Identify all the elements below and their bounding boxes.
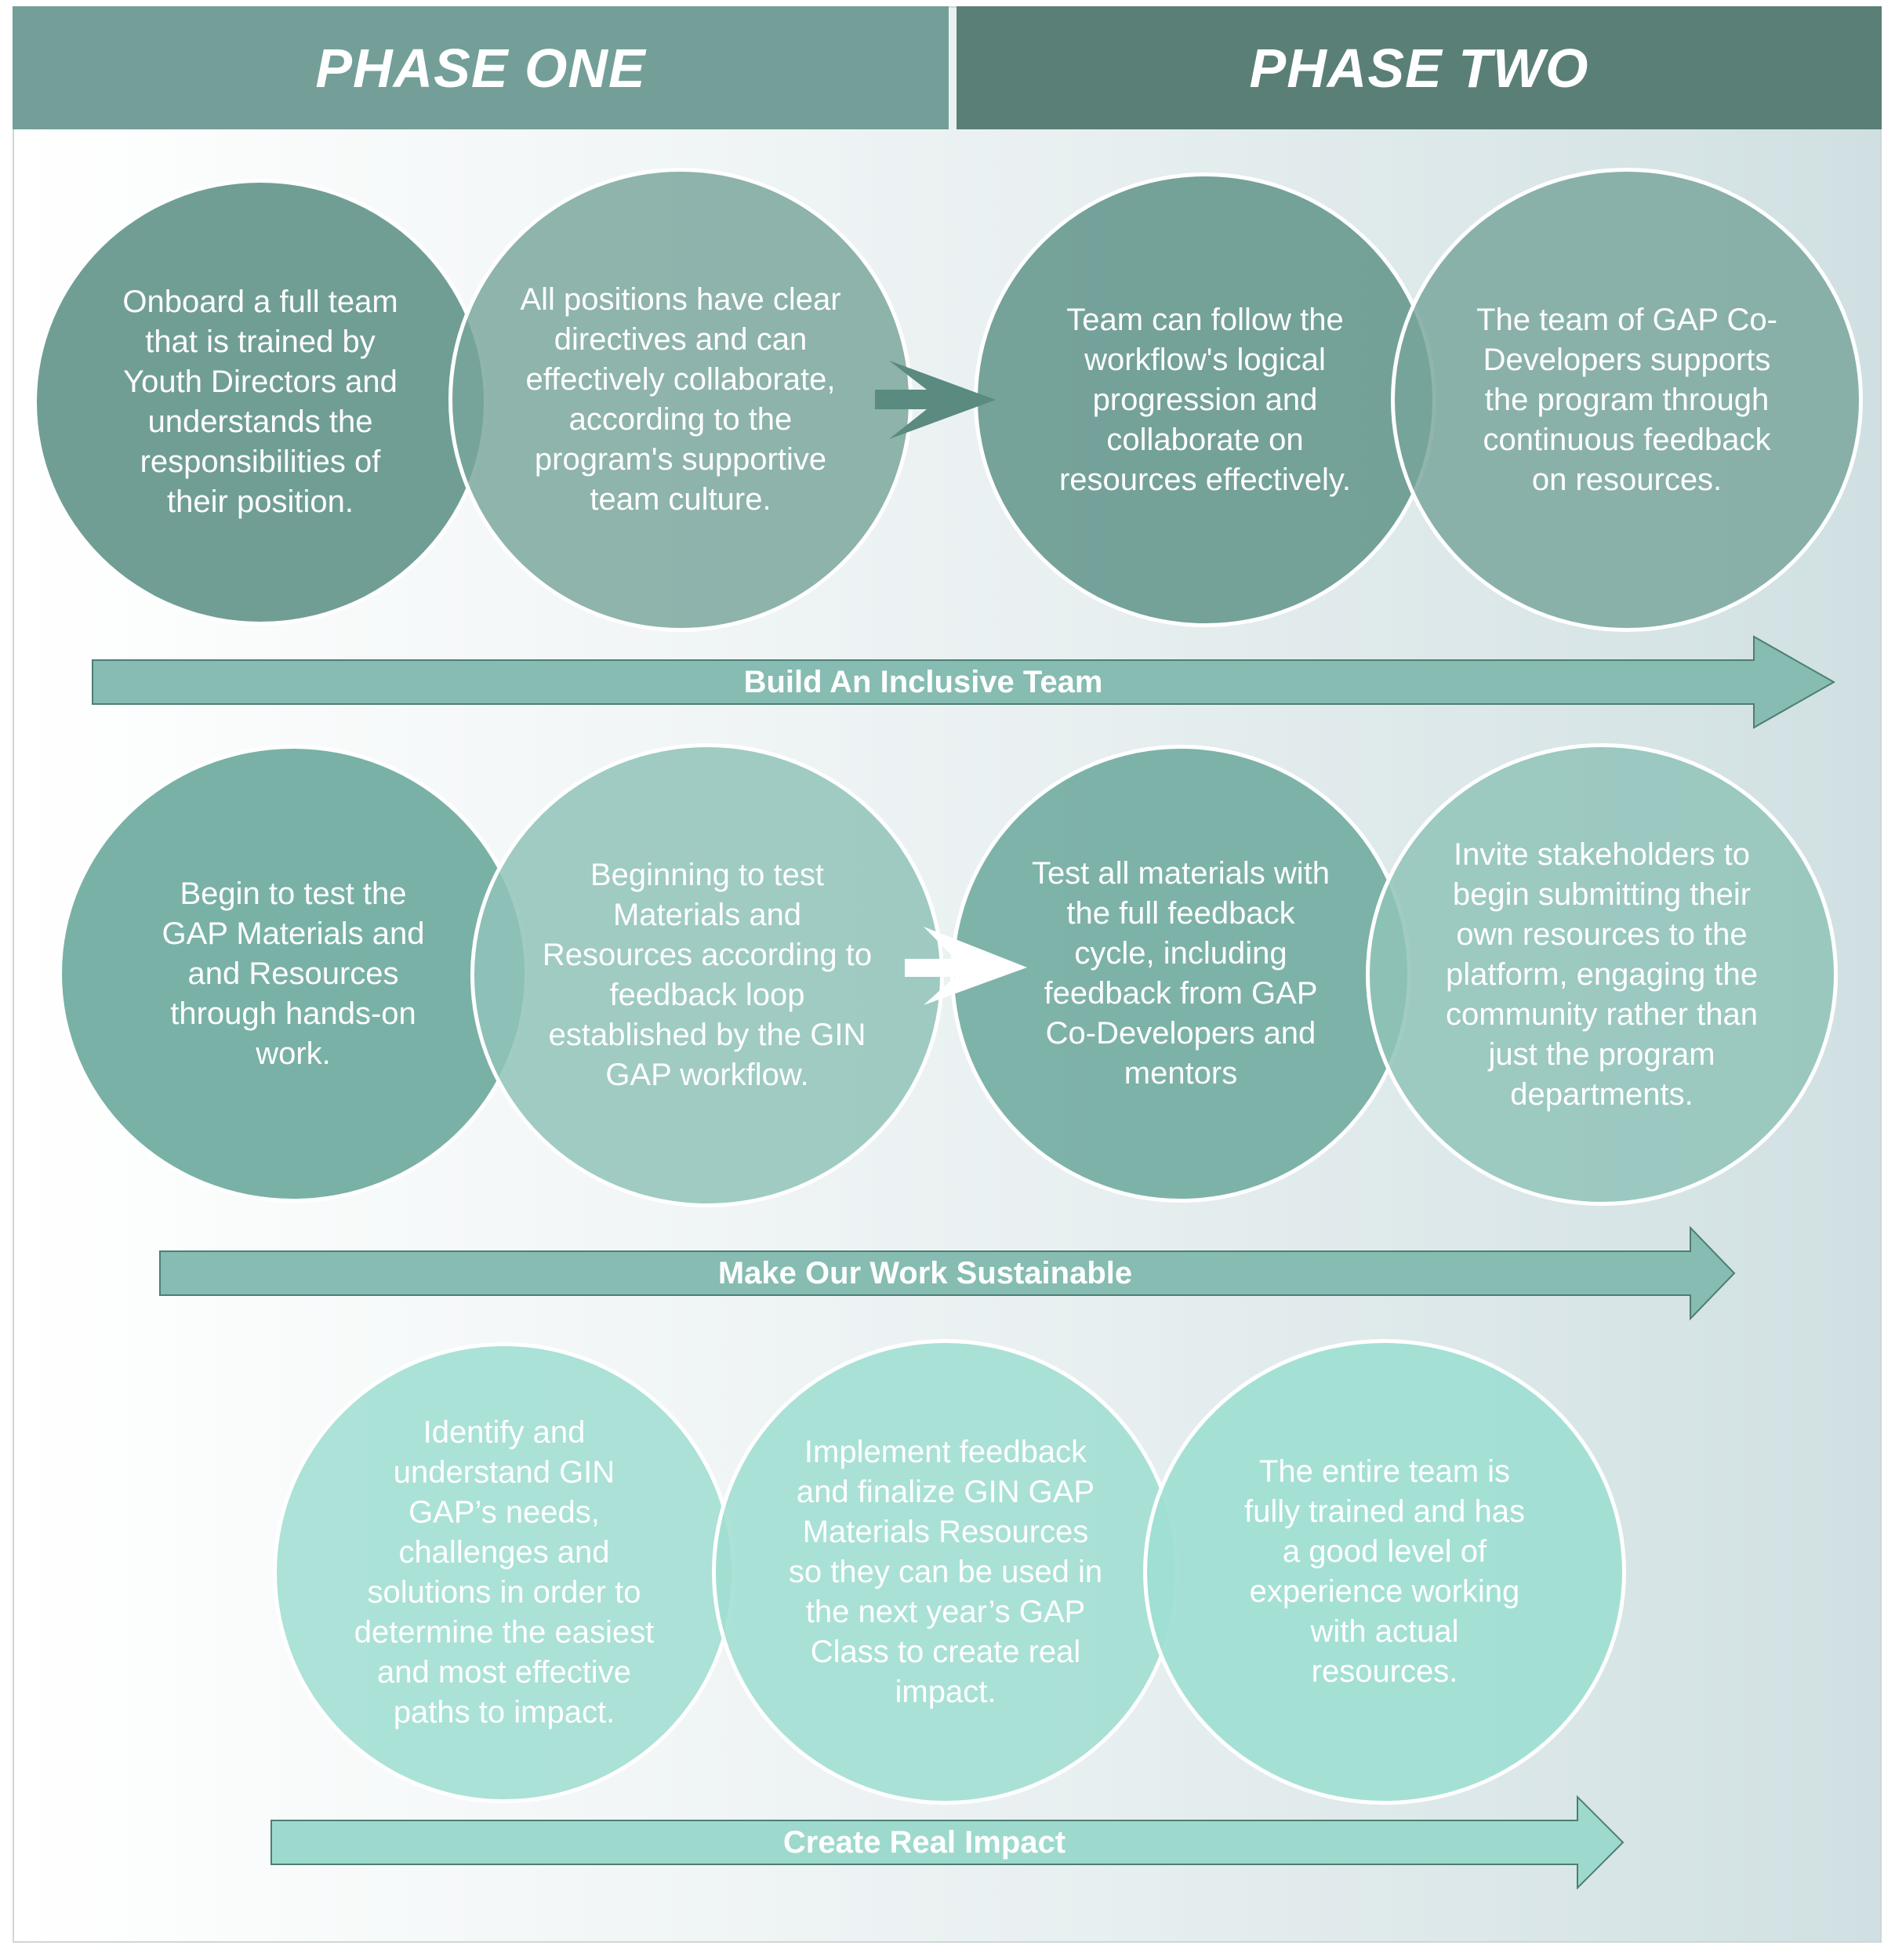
row1-banner-label: Build An Inclusive Team — [743, 665, 1103, 699]
row3-banner-label: Create Real Impact — [782, 1825, 1066, 1860]
row1-circle-4: The team of GAP Co-Developers supports t… — [1391, 168, 1863, 632]
row2-circle-2: Beginning to test Materials and Resource… — [470, 743, 944, 1207]
row1-circle-4-text: The team of GAP Co-Developers supports t… — [1476, 302, 1777, 497]
row1-circle-1-text: Onboard a full team that is trained by Y… — [122, 285, 398, 519]
row2-banner-arrow — [159, 1225, 1736, 1321]
phase-two-header: PHASE TWO — [957, 6, 1882, 129]
row2-circle-4-text: Invite stakeholders to begin submitting … — [1445, 837, 1759, 1112]
row1-circle-1: Onboard a full team that is trained by Y… — [33, 179, 488, 626]
phase-one-title: PHASE ONE — [315, 37, 646, 99]
phase-one-header: PHASE ONE — [13, 6, 949, 129]
row2-connector-arrow — [905, 927, 1027, 1005]
row1-circle-3: Team can follow the workflow's logical p… — [974, 172, 1436, 627]
row3-circle-3-text: The entire team is fully trained and has… — [1243, 1454, 1525, 1689]
row1-circle-2-text: All positions have clear directives and … — [520, 282, 841, 517]
row3-circle-1-text: Identify and understand GIN GAP’s needs,… — [354, 1415, 655, 1730]
row2-circle-2-text: Beginning to test Materials and Resource… — [542, 858, 873, 1092]
row3-banner-arrow — [270, 1795, 1625, 1890]
row3-circle-3: The entire team is fully trained and has… — [1143, 1339, 1626, 1805]
row1-connector-arrow — [875, 361, 996, 439]
row3-circle-2: Implement feedback and finalize GIN GAP … — [712, 1339, 1179, 1805]
row2-circle-4: Invite stakeholders to begin submitting … — [1366, 743, 1838, 1206]
row1-circle-3-text: Team can follow the workflow's logical p… — [1058, 302, 1351, 497]
row2-circle-3: Test all materials with the full feedbac… — [950, 745, 1411, 1203]
row1-banner-arrow — [92, 635, 1836, 729]
phase-two-title: PHASE TWO — [1249, 37, 1589, 99]
row3-circle-1: Identify and understand GIN GAP’s needs,… — [273, 1342, 735, 1803]
row2-banner-label: Make Our Work Sustainable — [717, 1256, 1133, 1290]
row2-circle-3-text: Test all materials with the full feedbac… — [1031, 856, 1330, 1091]
row3-circle-2-text: Implement feedback and finalize GIN GAP … — [788, 1434, 1103, 1709]
row1-circle-2: All positions have clear directives and … — [448, 168, 913, 632]
row2-circle-1-text: Begin to test the GAP Materials and and … — [162, 876, 425, 1071]
